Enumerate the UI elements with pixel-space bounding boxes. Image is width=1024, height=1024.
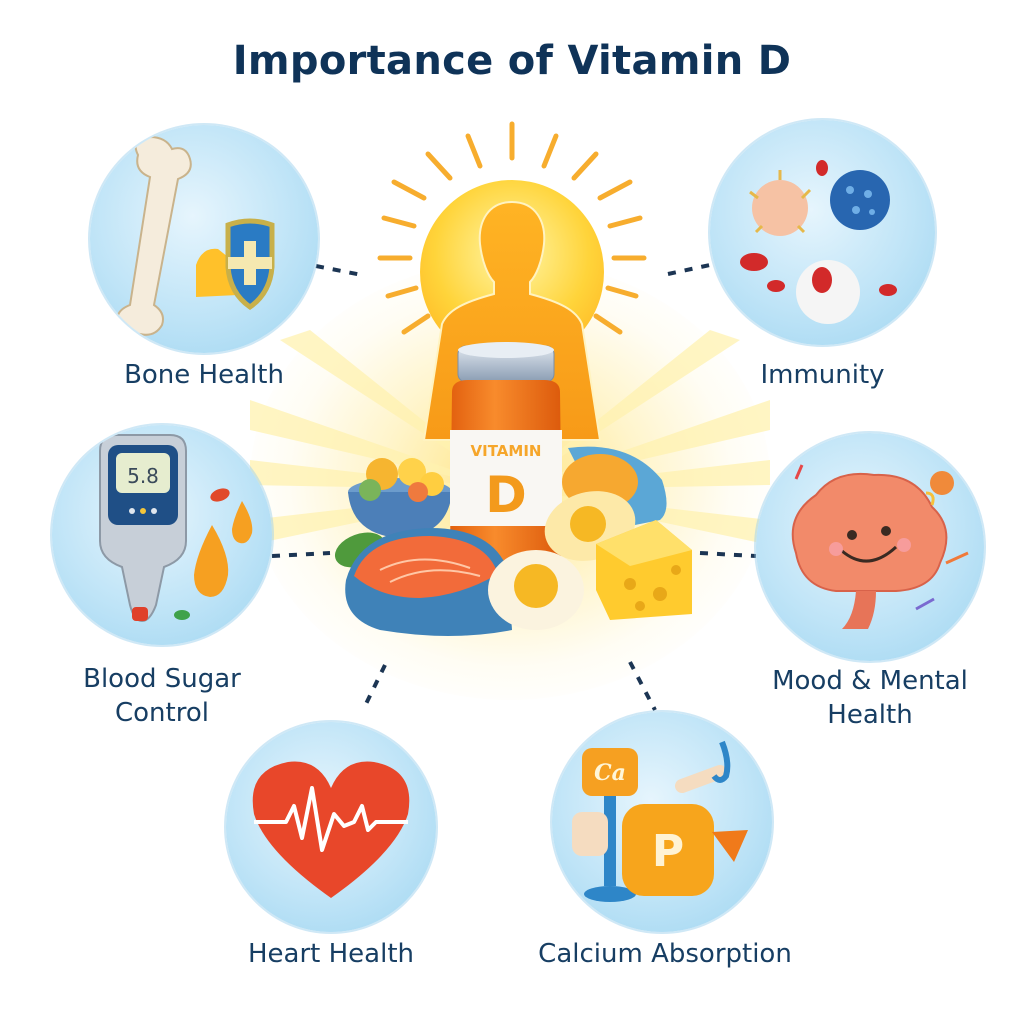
food-bowl-icon — [348, 458, 452, 538]
label-mood: Mood & Mental Health — [744, 664, 996, 732]
happy-brain-icon — [791, 464, 969, 629]
salmon-icon — [345, 528, 512, 636]
label-heart: Heart Health — [247, 939, 414, 969]
label-bone-health: Bone Health — [124, 360, 284, 390]
immune-cells-icon — [740, 160, 897, 324]
meter-reading: 5.8 — [127, 464, 159, 488]
element-p: P — [652, 826, 684, 877]
bone-shield-icon — [116, 135, 275, 336]
label-immunity: Immunity — [760, 360, 885, 390]
page-title: Importance of Vitamin D — [232, 38, 792, 84]
label-mood-line2: Health — [827, 700, 913, 730]
glucometer-icon: 5.8 — [99, 434, 253, 623]
bottle-label-d: D — [485, 466, 527, 524]
label-blood-sugar-line2: Control — [115, 698, 209, 728]
heart-pulse-icon — [252, 761, 410, 898]
label-blood-sugar: Blood Sugar Control — [40, 662, 284, 730]
label-calcium: Calcium Absorption — [538, 939, 792, 969]
benefit-bone-health — [90, 125, 318, 353]
sun-rays — [377, 121, 647, 335]
benefit-immunity — [710, 120, 935, 345]
calcium-phosphorus-icon: Ca P — [572, 740, 748, 902]
benefit-blood-sugar: 5.8 — [52, 425, 272, 645]
benefit-calcium: Ca P — [552, 712, 772, 932]
label-mood-line1: Mood & Mental — [772, 666, 968, 696]
cheese-icon — [596, 520, 692, 620]
central-illustration: VITAMIN D — [334, 121, 692, 636]
benefit-heart — [226, 722, 436, 932]
benefit-mood — [756, 433, 984, 661]
label-blood-sugar-line1: Blood Sugar — [83, 664, 241, 694]
element-ca: Ca — [594, 760, 626, 786]
vitamin-d-bottle: VITAMIN D — [450, 342, 562, 562]
bottle-label-vitamin: VITAMIN — [471, 442, 542, 460]
